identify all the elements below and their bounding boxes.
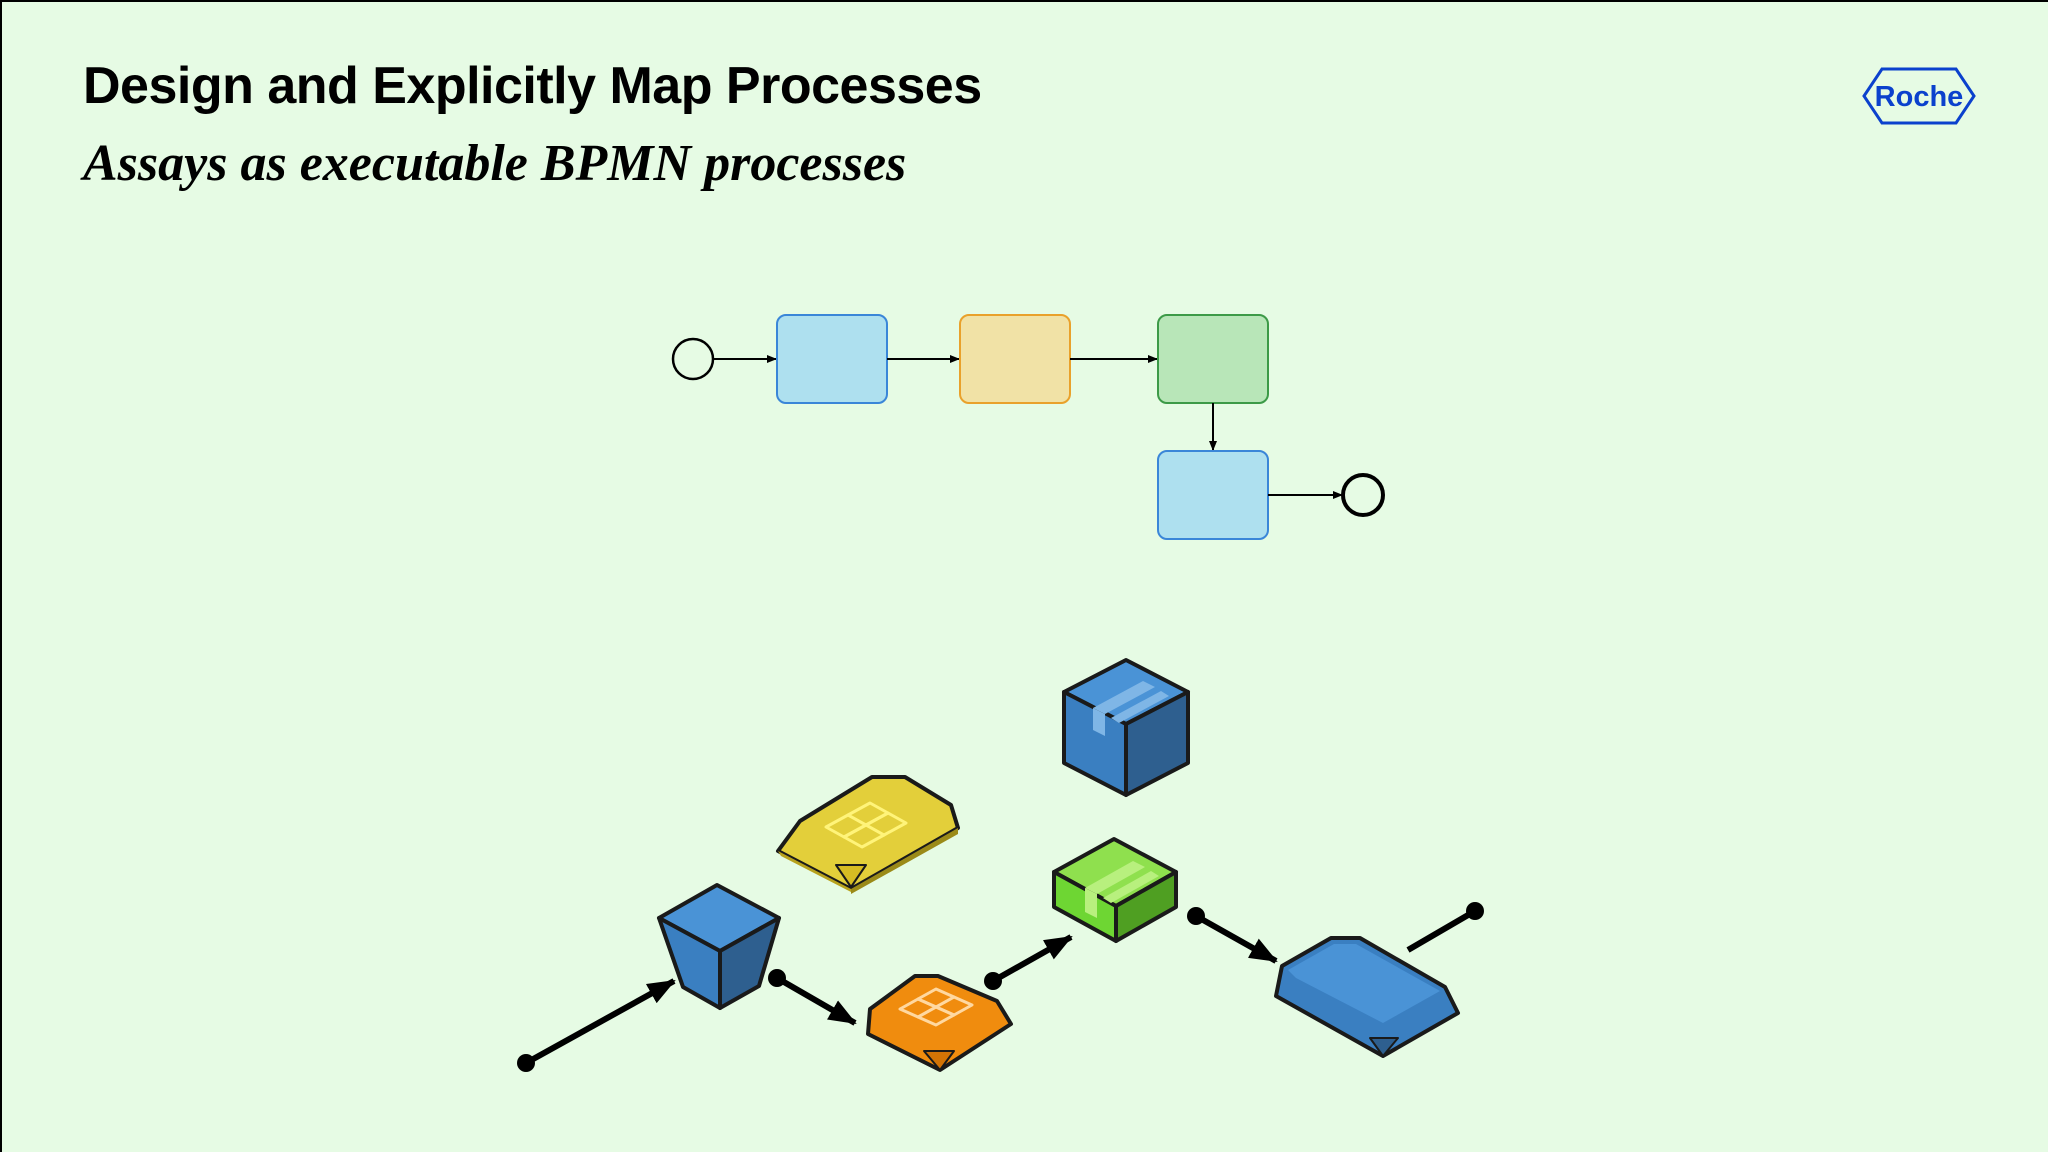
end-event (1341, 473, 1385, 517)
bpmn-flow (671, 314, 1385, 540)
slide-title: Design and Explicitly Map Processes (83, 57, 982, 115)
connector-arrow (517, 978, 676, 1072)
roche-logo: Roche (1862, 67, 1976, 125)
isometric-workflow (517, 658, 1484, 1072)
container-icon (657, 883, 781, 1010)
task-4 (1157, 450, 1269, 540)
roche-logo-text: Roche (1875, 81, 1964, 113)
task-1 (776, 314, 888, 404)
connector-line (1406, 902, 1484, 953)
connector-arrow (984, 934, 1073, 990)
connector-arrow (1187, 907, 1278, 964)
box-icon (1052, 837, 1178, 943)
box-icon (1062, 658, 1190, 797)
tray-icon (1274, 936, 1460, 1058)
start-event (671, 337, 715, 381)
plate-icon (776, 775, 960, 894)
task-2 (959, 314, 1071, 404)
slide-subtitle: Assays as executable BPMN processes (83, 135, 907, 192)
plate-icon (866, 974, 1013, 1072)
connector-arrow (768, 969, 857, 1026)
task-3 (1157, 314, 1269, 404)
